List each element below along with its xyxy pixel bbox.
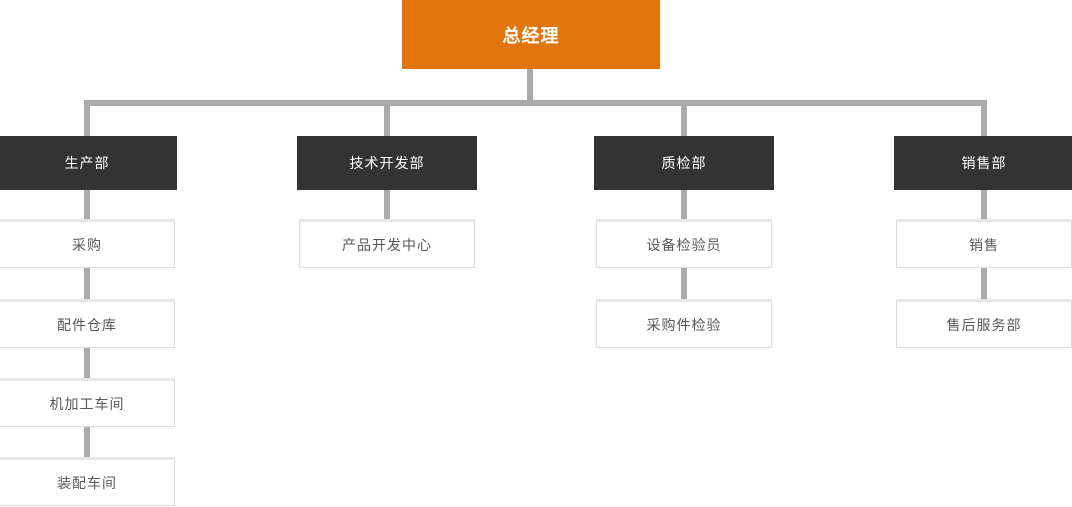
connector-qc-1 [681, 190, 687, 219]
org-node-purchasing: 采购 [0, 219, 175, 268]
connector-drop-qc [681, 100, 687, 136]
org-node-after-sales-service: 售后服务部 [896, 299, 1072, 348]
org-node-tech-dev-dept: 技术开发部 [297, 136, 477, 190]
connector-root-vertical [527, 69, 533, 106]
connector-qc-2 [681, 268, 687, 299]
org-node-purchased-parts-inspection: 采购件检验 [596, 299, 772, 348]
connector-sales-2 [981, 268, 987, 299]
connector-sales-1 [981, 190, 987, 219]
org-node-production-dept: 生产部 [0, 136, 177, 190]
connector-drop-tech [384, 100, 390, 136]
org-node-qc-dept: 质检部 [594, 136, 774, 190]
org-node-machining-workshop: 机加工车间 [0, 378, 175, 427]
connector-production-1 [84, 190, 90, 219]
connector-production-3 [84, 348, 90, 378]
org-node-product-dev-center: 产品开发中心 [299, 219, 475, 268]
connector-drop-production [84, 100, 90, 136]
connector-tech-1 [384, 190, 390, 219]
org-node-general-manager: 总经理 [402, 0, 660, 69]
org-node-assembly-workshop: 装配车间 [0, 457, 175, 506]
org-node-sales-dept: 销售部 [894, 136, 1072, 190]
org-node-equipment-inspector: 设备检验员 [596, 219, 772, 268]
org-node-parts-warehouse: 配件仓库 [0, 299, 175, 348]
connector-drop-sales [981, 100, 987, 136]
connector-level2-horizontal [84, 100, 987, 106]
connector-production-2 [84, 268, 90, 299]
org-node-sales: 销售 [896, 219, 1072, 268]
connector-production-4 [84, 427, 90, 457]
